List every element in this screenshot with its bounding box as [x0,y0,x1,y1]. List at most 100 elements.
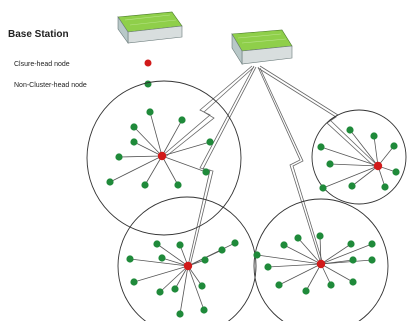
non-cluster-head-node [106,178,114,186]
non-cluster-head-node [176,310,184,318]
non-cluster-head-node [174,181,182,189]
legend-base-station-label: Base Station [8,29,69,40]
cluster-link [349,129,379,167]
cluster-link [118,155,163,158]
cluster-link [133,141,163,157]
non-cluster-head-node [218,246,226,254]
cluster-link [187,242,236,267]
non-cluster-head-node [141,181,149,189]
cluster-link [133,126,163,157]
non-cluster-head-node [126,255,134,263]
non-cluster-head-node [146,108,154,116]
cluster-boundary [253,198,389,321]
link-lower-right [257,66,324,265]
base-station-icon [231,29,293,66]
non-cluster-head-node [392,168,400,176]
non-cluster-head-node [348,182,356,190]
legend-base-station-icon [117,11,183,44]
cluster-head-node-icon [144,59,152,67]
non-cluster-head-node [200,306,208,314]
cluster-upper-right [311,109,407,205]
cluster-link [329,163,379,167]
cluster-link [322,165,379,189]
cluster-link [320,243,373,265]
cluster-link [319,235,322,265]
non-cluster-head-node [275,281,283,289]
legend-non-cluster-head-label: Non-Cluster-head node [14,82,87,89]
cluster-link [256,254,322,265]
non-cluster-head-node [115,153,123,161]
non-cluster-head-node [253,251,261,259]
link-upper-right [257,65,379,169]
cluster-link [161,257,189,267]
non-cluster-head-node [349,278,357,286]
cluster-link [373,135,379,167]
cluster-link [305,263,322,292]
non-cluster-head-node [349,256,357,264]
cluster-link [187,265,205,311]
link-upper-left [161,65,255,159]
cluster-link [320,243,352,265]
non-cluster-head-node [326,160,334,168]
non-cluster-head-node [178,116,186,124]
cluster-link [283,244,322,265]
cluster-link [267,263,322,268]
cluster-link [129,258,189,267]
non-cluster-head-node [294,234,302,242]
non-cluster-head-node [346,126,354,134]
cluster-link [161,141,211,157]
non-cluster-head-node [381,183,389,191]
non-cluster-head-node [130,123,138,131]
cluster-link [320,263,354,283]
non-cluster-head-node [198,282,206,290]
non-cluster-head-node [370,132,378,140]
non-cluster-head-node [390,142,398,150]
cluster-link [377,145,395,167]
cluster-upper-left [86,80,242,236]
legend-cluster-head-label: Clsure-head node [14,61,70,68]
non-cluster-head-node [264,263,272,271]
cluster-link [149,111,163,157]
non-cluster-head-node [171,285,179,293]
non-cluster-head-node [206,138,214,146]
non-cluster-head-node [202,168,210,176]
non-cluster-head-node [231,239,239,247]
cluster-link [351,165,379,187]
non-cluster-head-node [316,232,324,240]
cluster-link [174,265,189,290]
cluster-head-node [183,261,193,271]
cluster-link [297,237,322,265]
cluster-link [161,155,207,173]
non-cluster-head-node [327,281,335,289]
non-cluster-head-node [158,254,166,262]
cluster-head-node [157,151,167,161]
cluster-link [133,265,189,283]
cluster-link [278,263,322,286]
non-cluster-head-node [302,287,310,295]
cluster-lower-right [253,198,389,321]
non-cluster-head-node-icon [144,80,152,88]
cluster-link [161,155,179,186]
cluster-boundary [311,109,407,205]
cluster-link [159,265,189,293]
wireless-links [161,65,379,267]
non-cluster-head-node [130,138,138,146]
cluster-head-node [316,259,326,269]
non-cluster-head-node [130,278,138,286]
non-cluster-head-node [201,256,209,264]
cluster-link [320,146,379,167]
cluster-lower-left [117,196,257,321]
cluster-head-node [373,161,383,171]
non-cluster-head-node [156,288,164,296]
non-cluster-head-node [280,241,288,249]
non-cluster-head-node [368,240,376,248]
cluster-link [161,119,183,157]
non-cluster-head-node [153,240,161,248]
cluster-boundary [86,80,242,236]
cluster-link [320,259,373,265]
cluster-boundary [117,196,257,321]
non-cluster-head-node [347,240,355,248]
non-cluster-head-node [176,241,184,249]
cluster-link [109,155,163,183]
